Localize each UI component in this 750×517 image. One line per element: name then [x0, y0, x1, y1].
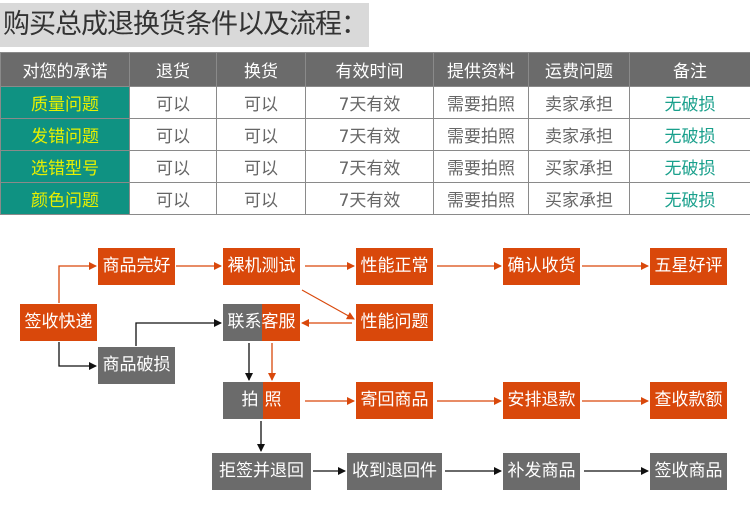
cell: 可以	[129, 182, 217, 215]
table-row: 发错问题 可以 可以 7天有效 需要拍照 卖家承担 无破损	[0, 118, 750, 151]
cell: 需要拍照	[433, 182, 529, 215]
cell: 买家承担	[528, 150, 630, 183]
box-receive-return: 收到退回件	[347, 453, 442, 490]
arrow-sign-to-goodsok	[58, 262, 97, 303]
cell: 可以	[216, 150, 306, 183]
row-label: 选错型号	[0, 150, 130, 183]
box-goods-ok: 商品完好	[98, 248, 175, 285]
cell: 7天有效	[305, 118, 434, 151]
header-materials: 提供资料	[433, 52, 529, 87]
contact-right: 客服	[261, 304, 300, 341]
row-label: 质量问题	[0, 86, 130, 119]
box-confirm-receipt: 确认收货	[503, 248, 580, 285]
cell: 可以	[216, 182, 306, 215]
contact-left: 联系	[223, 304, 262, 341]
box-arrange-refund: 安排退款	[503, 382, 580, 419]
arrow-test-to-issue	[301, 289, 355, 320]
header-promise: 对您的承诺	[0, 52, 130, 87]
box-reject-return: 拒签并退回	[212, 453, 311, 490]
header-validity: 有效时间	[305, 52, 434, 87]
cell: 可以	[129, 118, 217, 151]
arrow-sign-to-damaged	[58, 342, 97, 370]
cell: 买家承担	[528, 182, 630, 215]
cell: 需要拍照	[433, 118, 529, 151]
header-return: 退货	[129, 52, 217, 87]
cell-note: 无破损	[629, 118, 750, 151]
box-reissue: 补发商品	[503, 453, 580, 490]
row-label: 发错问题	[0, 118, 130, 151]
row-label: 颜色问题	[0, 182, 130, 215]
cell: 可以	[129, 86, 217, 119]
box-contact-service: 联系 客服	[223, 304, 300, 341]
table-row: 质量问题 可以 可以 7天有效 需要拍照 卖家承担 无破损	[0, 86, 750, 119]
cell: 需要拍照	[433, 86, 529, 119]
cell: 卖家承担	[528, 118, 630, 151]
cell: 可以	[216, 86, 306, 119]
cell: 7天有效	[305, 86, 434, 119]
table-row: 选错型号 可以 可以 7天有效 需要拍照 买家承担 无破损	[0, 150, 750, 183]
box-bare-test: 裸机测试	[223, 248, 300, 285]
box-sign-express: 签收快递	[20, 304, 97, 341]
cell-note: 无破损	[629, 86, 750, 119]
cell-note: 无破损	[629, 150, 750, 183]
box-goods-damaged: 商品破损	[98, 347, 175, 384]
cell-note: 无破损	[629, 182, 750, 215]
box-check-refund: 查收款额	[650, 382, 727, 419]
box-send-back: 寄回商品	[356, 382, 433, 419]
arrow-damaged-to-contact	[135, 319, 222, 346]
page-title: 购买总成退换货条件以及流程：	[0, 3, 369, 47]
box-five-star: 五星好评	[650, 248, 727, 285]
header-notes: 备注	[629, 52, 750, 87]
policy-table: 对您的承诺 退货 换货 有效时间 提供资料 运费问题 备注 质量问题 可以 可以…	[0, 52, 750, 215]
header-exchange: 换货	[216, 52, 306, 87]
box-sign-goods: 签收商品	[650, 453, 727, 490]
photo-left: 拍	[223, 382, 263, 419]
cell: 卖家承担	[528, 86, 630, 119]
box-perf-normal: 性能正常	[356, 248, 433, 285]
cell: 可以	[216, 118, 306, 151]
cell: 7天有效	[305, 150, 434, 183]
photo-right: 照	[262, 382, 300, 419]
header-shipping: 运费问题	[528, 52, 630, 87]
cell: 可以	[129, 150, 217, 183]
cell: 需要拍照	[433, 150, 529, 183]
box-perf-issue: 性能问题	[356, 304, 433, 341]
cell: 7天有效	[305, 182, 434, 215]
table-row: 颜色问题 可以 可以 7天有效 需要拍照 买家承担 无破损	[0, 182, 750, 215]
table-header-row: 对您的承诺 退货 换货 有效时间 提供资料 运费问题 备注	[0, 52, 750, 87]
box-take-photo: 拍 照	[223, 382, 300, 419]
